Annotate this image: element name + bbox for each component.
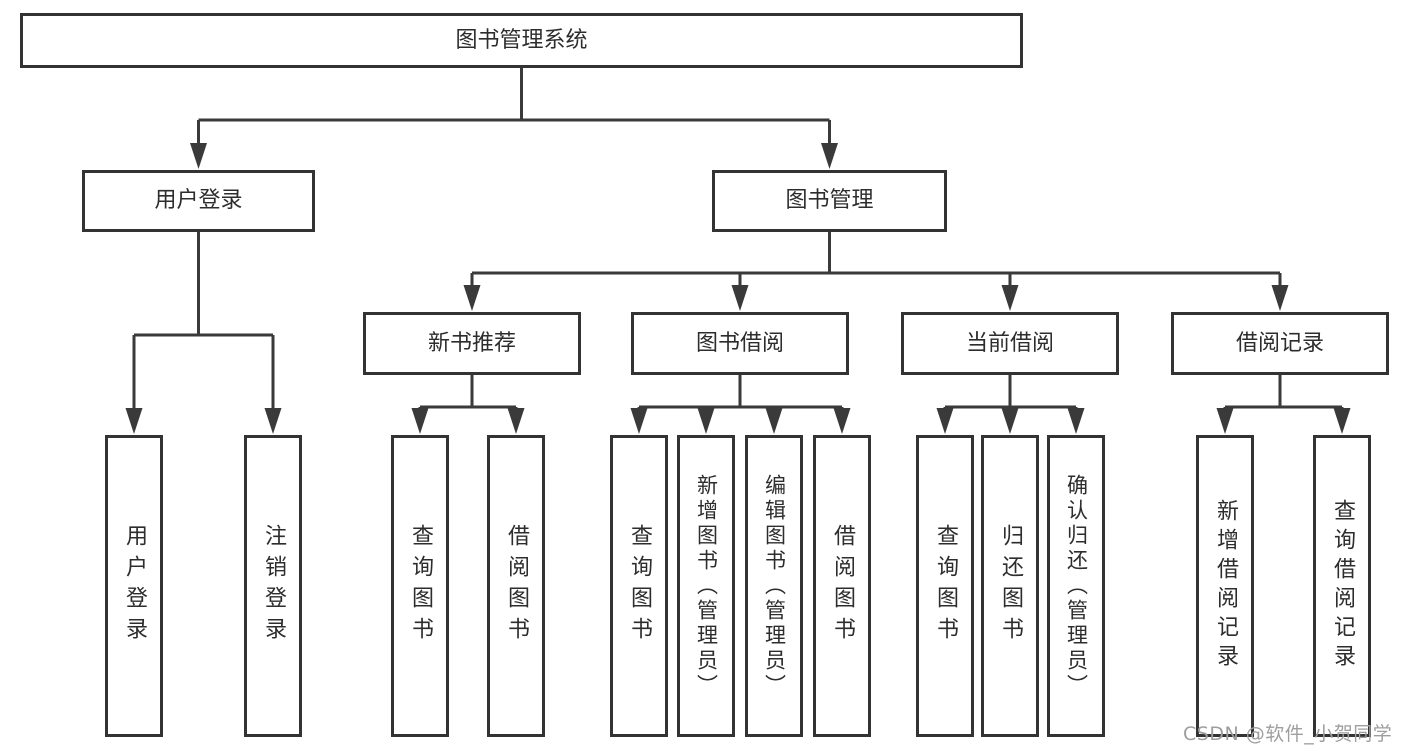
node-label: 新增图书（管理员） — [694, 473, 719, 699]
arrow-down-icon — [1333, 408, 1351, 434]
node-library-management-system: 图书管理系统 — [20, 13, 1023, 68]
node-return-books: 归还图书 — [981, 435, 1039, 737]
csdn-watermark: CSDN @软件_小贺同学 — [1183, 723, 1393, 745]
node-label: 编辑图书（管理员） — [762, 473, 787, 699]
node-label: 图书借阅 — [695, 330, 784, 356]
arrow-down-icon — [1001, 285, 1019, 311]
node-label: 用户登录 — [122, 524, 147, 648]
arrow-down-icon — [1001, 408, 1019, 434]
node-label: 新增借阅记录 — [1213, 499, 1238, 673]
node-label: 借阅图书 — [504, 524, 529, 648]
arrow-down-icon — [697, 408, 715, 434]
arrow-down-icon — [833, 408, 851, 434]
arrow-down-icon — [1271, 285, 1289, 311]
node-book-management: 图书管理 — [712, 170, 947, 232]
node-borrow-books-leaf: 借阅图书 — [813, 435, 871, 737]
arrow-down-icon — [1067, 408, 1085, 434]
node-label: 查询图书 — [627, 524, 652, 648]
node-label: 新书推荐 — [427, 330, 516, 356]
node-label: 用户登录 — [154, 188, 243, 213]
arrow-down-icon — [125, 408, 143, 434]
arrow-down-icon — [463, 285, 481, 311]
node-book-borrowing: 图书借阅 — [631, 312, 849, 375]
node-borrowing-records: 借阅记录 — [1171, 312, 1389, 375]
node-confirm-return-admin: 确认归还（管理员） — [1047, 435, 1105, 737]
node-label: 当前借阅 — [965, 330, 1054, 356]
arrow-down-icon — [821, 143, 838, 169]
arrow-down-icon — [1216, 408, 1234, 434]
arrow-down-icon — [765, 408, 783, 434]
node-edit-books-admin: 编辑图书（管理员） — [745, 435, 803, 737]
node-label: 图书管理系统 — [455, 27, 588, 53]
node-label: 查询图书 — [933, 524, 958, 648]
node-borrow-books-recommendation: 借阅图书 — [487, 435, 545, 737]
node-add-borrow-record: 新增借阅记录 — [1196, 435, 1254, 737]
connector-paths — [132, 68, 1344, 412]
arrow-down-icon — [731, 285, 749, 311]
node-label: 确认归还（管理员） — [1064, 473, 1089, 699]
node-logout-login: 注销登录 — [244, 435, 302, 737]
node-label: 图书管理 — [785, 188, 874, 213]
node-label: 借阅记录 — [1235, 330, 1324, 356]
arrow-down-icon — [411, 408, 429, 434]
arrow-down-icon — [507, 408, 525, 434]
arrow-down-icon — [630, 408, 648, 434]
node-label: 借阅图书 — [830, 524, 855, 648]
node-query-books-borrowing: 查询图书 — [610, 435, 668, 737]
node-user-login: 用户登录 — [82, 170, 315, 232]
node-label: 归还图书 — [998, 524, 1023, 648]
node-user-login-leaf: 用户登录 — [105, 435, 163, 737]
node-query-borrow-record: 查询借阅记录 — [1313, 435, 1371, 737]
node-add-books-admin: 新增图书（管理员） — [677, 435, 735, 737]
node-label: 注销登录 — [261, 524, 286, 648]
arrow-down-icons — [125, 143, 1351, 434]
node-label: 查询借阅记录 — [1330, 499, 1355, 673]
node-query-books-recommendation: 查询图书 — [391, 435, 449, 737]
node-new-book-recommendation: 新书推荐 — [363, 312, 581, 375]
node-current-borrowing: 当前借阅 — [901, 312, 1119, 375]
arrow-down-icon — [264, 408, 282, 434]
node-query-books-current: 查询图书 — [916, 435, 974, 737]
node-label: 查询图书 — [408, 524, 433, 648]
arrow-down-icon — [190, 143, 207, 169]
arrow-down-icon — [936, 408, 954, 434]
